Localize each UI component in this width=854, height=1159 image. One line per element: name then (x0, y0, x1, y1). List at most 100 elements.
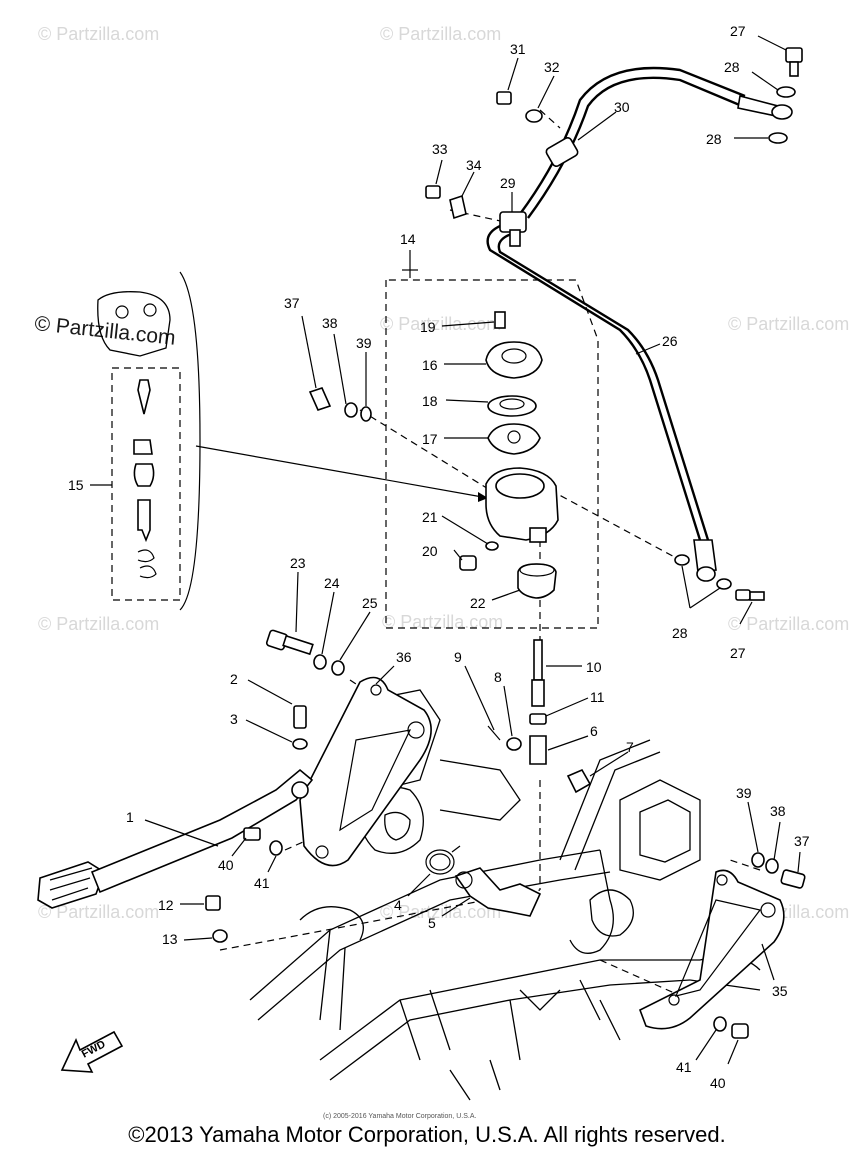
frame-chassis (249, 689, 761, 1101)
callout-24: 24 (324, 575, 340, 591)
callout-38-right: 38 (770, 803, 786, 819)
callout-40-right: 40 (710, 1075, 726, 1091)
watermarks: © Partzilla.com © Partzilla.com © Partzi… (33, 24, 849, 922)
bolt-27 (735, 589, 751, 601)
left-bolts (265, 629, 345, 676)
washer-28 (674, 554, 690, 566)
washer-38-right (765, 858, 779, 874)
callout-39-top: 39 (356, 335, 372, 351)
callout-14: 14 (400, 231, 416, 247)
bolt-20 (459, 555, 477, 571)
small-copyright: (c) 2005-2016 Yamaha Motor Corporation, … (323, 1113, 476, 1120)
washer-28 (776, 86, 796, 98)
callout-6: 6 (590, 723, 598, 739)
fwd-arrow: FWD (60, 1030, 124, 1073)
clevis-6 (529, 735, 547, 765)
kit-inset (97, 291, 171, 579)
bolt-27-top (785, 47, 803, 63)
clamp-32 (525, 109, 543, 123)
top-hardware (425, 47, 803, 601)
watermark-center-bottom: © Partzilla.com (382, 612, 503, 632)
callout-13: 13 (162, 931, 178, 947)
callout-21: 21 (422, 509, 438, 525)
washer-39-right (751, 852, 765, 868)
callout-30: 30 (614, 99, 630, 115)
pushrod (487, 639, 592, 794)
upper-bolts (308, 387, 372, 422)
callout-39-right: 39 (736, 785, 752, 801)
callout-19: 19 (420, 319, 436, 335)
callout-17: 17 (422, 431, 438, 447)
spring-shaft (425, 845, 542, 917)
cap-16 (485, 341, 543, 379)
callout-numbers: 1 2 3 4 5 6 7 8 9 10 11 12 13 14 15 16 1… (68, 23, 810, 1091)
callout-10: 10 (586, 659, 602, 675)
watermark: © Partzilla.com (38, 902, 159, 922)
callout-28-top: 28 (724, 59, 740, 75)
callout-40-left: 40 (218, 857, 234, 873)
washer-3 (292, 738, 308, 750)
callout-38-top: 38 (322, 315, 338, 331)
callout-27-bottom: 27 (730, 645, 746, 661)
callout-28-mid: 28 (706, 131, 722, 147)
callout-37-top: 37 (284, 295, 300, 311)
callout-25: 25 (362, 595, 378, 611)
nut-13 (212, 929, 228, 943)
callout-33: 33 (432, 141, 448, 157)
watermark: © Partzilla.com (728, 614, 849, 634)
bolt-12 (205, 895, 221, 911)
callout-28-bottom: 28 (672, 625, 688, 641)
master-cylinder-assembly (459, 311, 559, 599)
watermark: © Partzilla.com (728, 314, 849, 334)
brake-pedal (37, 705, 314, 943)
washer-28 (716, 578, 732, 590)
bolt-40-left (243, 827, 261, 841)
callout-8: 8 (494, 669, 502, 685)
callout-41-right: 41 (676, 1059, 692, 1075)
callout-9: 9 (454, 649, 462, 665)
callout-1: 1 (126, 809, 134, 825)
watermark: © Partzilla.com (380, 902, 501, 922)
callout-11: 11 (590, 689, 605, 705)
callout-37-right: 37 (794, 833, 810, 849)
callout-31: 31 (510, 41, 526, 57)
callout-2: 2 (230, 671, 238, 687)
callout-4: 4 (394, 897, 402, 913)
callout-27-top: 27 (730, 23, 746, 39)
callout-7: 7 (626, 739, 634, 755)
watermark: © Partzilla.com (380, 314, 501, 334)
bolt-33 (425, 185, 441, 199)
watermark: © Partzilla.com (38, 614, 159, 634)
washer-8 (506, 737, 522, 751)
callout-26: 26 (662, 333, 678, 349)
left-bracket (299, 676, 432, 867)
callout-23: 23 (290, 555, 306, 571)
pin-7 (566, 768, 592, 794)
callout-12: 12 (158, 897, 174, 913)
pedal-pad (37, 861, 105, 909)
washer-21 (485, 541, 499, 551)
pedal-arm (90, 768, 314, 894)
diaphragm-18 (487, 395, 537, 417)
callout-29: 29 (500, 175, 516, 191)
callout-36: 36 (396, 649, 412, 665)
callout-35: 35 (772, 983, 788, 999)
bolt-40-right (731, 1023, 749, 1039)
washer-28 (768, 132, 788, 144)
callout-22: 22 (470, 595, 486, 611)
callout-leaders (90, 35, 801, 1065)
plate-17 (487, 423, 541, 455)
clamp-34 (449, 194, 467, 220)
screw-19 (494, 311, 506, 329)
callout-15: 15 (68, 477, 84, 493)
boot-22 (517, 563, 557, 599)
callout-5: 5 (428, 915, 436, 931)
washer-41-right (713, 1016, 727, 1032)
callout-32: 32 (544, 59, 560, 75)
callout-16: 16 (422, 357, 438, 373)
right-bracket (638, 852, 806, 1039)
callout-3: 3 (230, 711, 238, 727)
bolt-37-right (780, 869, 806, 889)
callout-41-left: 41 (254, 875, 270, 891)
